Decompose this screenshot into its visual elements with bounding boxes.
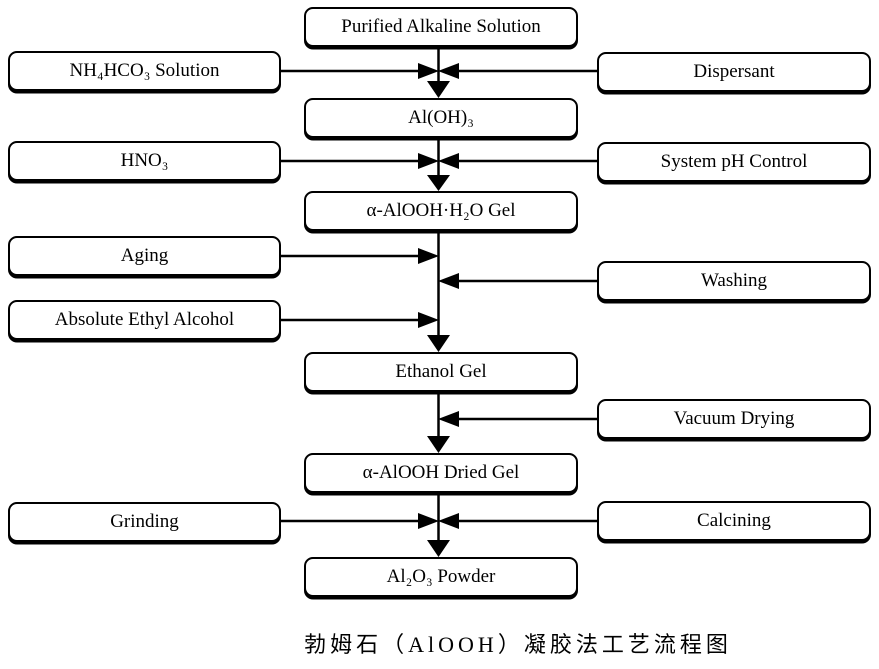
node-aging: Aging <box>8 236 281 276</box>
arrow-ethyl-alcohol-to-flow <box>281 312 439 328</box>
node-absolute-ethyl-alcohol: Absolute Ethyl Alcohol <box>8 300 281 340</box>
left-arrow-icon <box>438 411 459 427</box>
node-label: Absolute Ethyl Alcohol <box>54 309 235 330</box>
node-label: α-AlOOH Dried Gel <box>362 462 520 483</box>
node-label: Dispersant <box>693 61 775 82</box>
arrow-washing-to-flow <box>438 273 597 289</box>
node-nh4hco3-solution: NH₄HCO₃ Solution <box>8 51 281 91</box>
node-label: α-AlOOH·H₂O Gel <box>366 200 516 221</box>
node-grinding: Grinding <box>8 502 281 542</box>
down-arrow-icon <box>427 436 450 453</box>
center-flow-line <box>427 47 450 557</box>
node-ethanol-gel: Ethanol Gel <box>304 352 578 392</box>
arrow-nh4hco3-to-flow <box>281 63 439 79</box>
node-label: Al₂O₃ Powder <box>386 566 496 587</box>
node-alpha-alooh-h2o-gel: α-AlOOH·H₂O Gel <box>304 191 578 231</box>
node-label: HNO₃ <box>120 150 169 171</box>
right-arrow-icon <box>418 312 439 328</box>
node-label: Ethanol Gel <box>395 361 487 382</box>
down-arrow-icon <box>427 175 450 191</box>
node-label: Vacuum Drying <box>673 408 795 429</box>
node-calcining: Calcining <box>597 501 871 541</box>
down-arrow-icon <box>427 540 450 557</box>
arrow-grinding-to-flow <box>281 513 439 529</box>
node-label: Calcining <box>697 510 771 531</box>
right-arrow-icon <box>418 248 439 264</box>
right-arrow-icon <box>418 153 439 169</box>
node-label: Purified Alkaline Solution <box>341 16 541 37</box>
node-label: Washing <box>700 270 768 291</box>
node-dispersant: Dispersant <box>597 52 871 92</box>
down-arrow-icon <box>427 335 450 352</box>
node-label: NH₄HCO₃ Solution <box>69 60 220 81</box>
arrow-calcining-to-flow <box>438 513 597 529</box>
right-arrow-icon <box>418 513 439 529</box>
node-hno3: HNO₃ <box>8 141 281 181</box>
node-vacuum-drying: Vacuum Drying <box>597 399 871 439</box>
left-arrow-icon <box>438 63 459 79</box>
arrow-system-ph-to-flow <box>438 153 597 169</box>
down-arrow-icon <box>427 81 450 98</box>
right-arrow-icon <box>418 63 439 79</box>
arrow-hno3-to-flow <box>281 153 439 169</box>
left-arrow-icon <box>438 273 459 289</box>
left-arrow-icon <box>438 513 459 529</box>
node-purified-alkaline-solution: Purified Alkaline Solution <box>304 7 578 47</box>
node-label: Grinding <box>110 511 179 532</box>
node-al-oh-3: Al(OH)₃ <box>304 98 578 138</box>
flowchart-caption: 勃姆石（AlOOH）凝胶法工艺流程图 <box>304 632 732 657</box>
node-label: Aging <box>120 245 169 266</box>
node-washing: Washing <box>597 261 871 301</box>
arrow-vacuum-drying-to-flow <box>438 411 597 427</box>
arrow-dispersant-to-flow <box>438 63 597 79</box>
node-system-ph-control: System pH Control <box>597 142 871 182</box>
node-al2o3-powder: Al₂O₃ Powder <box>304 557 578 597</box>
node-alpha-alooh-dried-gel: α-AlOOH Dried Gel <box>304 453 578 493</box>
node-label: System pH Control <box>660 151 808 172</box>
node-label: Al(OH)₃ <box>408 107 474 128</box>
arrow-aging-to-flow <box>281 248 439 264</box>
left-arrow-icon <box>438 153 459 169</box>
